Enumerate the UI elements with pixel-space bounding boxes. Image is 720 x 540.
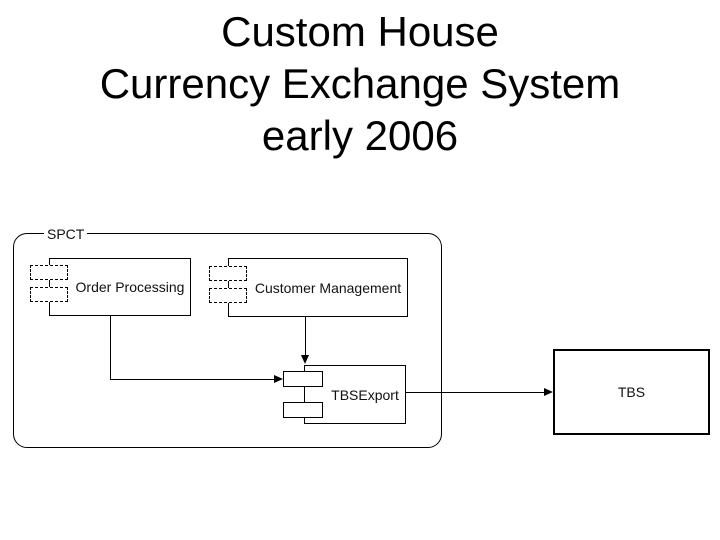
- connector-tbsexport-to-tbs: [406, 392, 544, 393]
- component-customer-management-label: Customer Management: [254, 279, 402, 296]
- component-tbsexport-label: TBSExport: [331, 386, 399, 403]
- slide-title-line-2: Currency Exchange System: [99, 60, 621, 107]
- spct-system-boundary: SPCT: [13, 225, 442, 448]
- slide-title: Custom House Currency Exchange System ea…: [0, 6, 720, 162]
- component-tab-icon: [30, 265, 68, 280]
- component-tab-icon: [30, 287, 68, 302]
- component-order-processing: Order Processing: [49, 258, 191, 316]
- connector-order-processing-to-tbsexport-vertical: [110, 316, 111, 380]
- component-tab-icon: [209, 288, 247, 303]
- component-tab-icon: [209, 266, 247, 281]
- slide-title-line-3: early 2006: [261, 112, 459, 159]
- connector-order-processing-to-tbsexport-horizontal: [110, 379, 275, 380]
- component-order-processing-label: Order Processing: [75, 279, 185, 295]
- tbs-external-system: TBS: [553, 349, 710, 435]
- slide-title-line-1: Custom House: [221, 8, 499, 55]
- arrowhead-icon: [274, 375, 283, 383]
- component-tab-icon: [283, 402, 323, 418]
- component-customer-management: Customer Management: [228, 258, 408, 317]
- spct-boundary-label: SPCT: [44, 225, 88, 243]
- tbs-external-system-label: TBS: [617, 384, 646, 400]
- connector-customer-management-to-tbsexport: [305, 317, 306, 356]
- arrowhead-icon: [301, 355, 309, 364]
- component-tab-icon: [283, 371, 323, 387]
- arrowhead-icon: [544, 388, 553, 396]
